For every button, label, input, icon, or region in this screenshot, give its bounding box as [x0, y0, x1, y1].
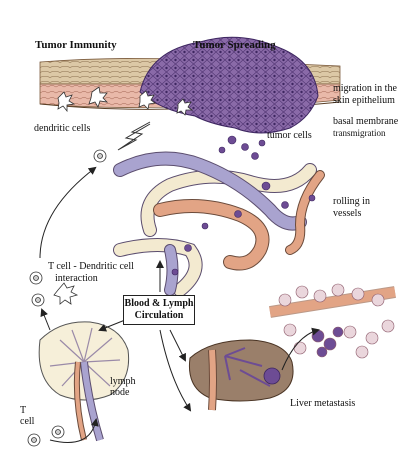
- circulating-tumor-cells: [171, 181, 316, 276]
- signal-bolt: [117, 121, 151, 151]
- label-lymph-2: node: [110, 387, 130, 398]
- label-dendritic-cells: dendritic cells: [34, 123, 91, 134]
- t-cells: [27, 149, 107, 447]
- label-tcell-1: T: [20, 405, 27, 416]
- label-migration-1: migration in the: [333, 83, 397, 94]
- label-lymph-1: lymph: [110, 376, 136, 387]
- label-tcell-2: cell: [20, 416, 35, 427]
- metastasis-inset: [269, 283, 396, 359]
- label-basal-1: basal membrane: [333, 116, 399, 127]
- dendritic-cells: [57, 86, 194, 116]
- blood-vessels: [113, 151, 325, 297]
- title-tumor-spreading: Tumor Spreading: [193, 39, 276, 51]
- lymph-node: [38, 321, 130, 442]
- label-circulation-2: Circulation: [134, 310, 184, 321]
- label-liver-metastasis: Liver metastasis: [290, 398, 356, 409]
- label-migration-2: skin epithelium: [333, 95, 395, 106]
- label-basal-2: transmigration: [333, 128, 386, 138]
- circulation-box: Blood & Lymph Circulation: [123, 295, 195, 325]
- label-tcell-dc-2: interaction: [55, 273, 98, 284]
- dendritic-cell-interaction: [53, 282, 79, 305]
- label-rolling-1: rolling in: [333, 196, 370, 207]
- label-tumor-cells: tumor cells: [267, 130, 312, 141]
- liver: [188, 339, 294, 411]
- label-circulation-1: Blood & Lymph: [124, 298, 194, 309]
- label-tcell-dc-1: T cell - Dendritic cell: [48, 261, 134, 272]
- tumor-mass: [139, 36, 319, 134]
- tumor-cells-escaping: [218, 135, 266, 160]
- title-tumor-immunity: Tumor Immunity: [35, 39, 117, 51]
- label-rolling-2: vessels: [333, 208, 362, 219]
